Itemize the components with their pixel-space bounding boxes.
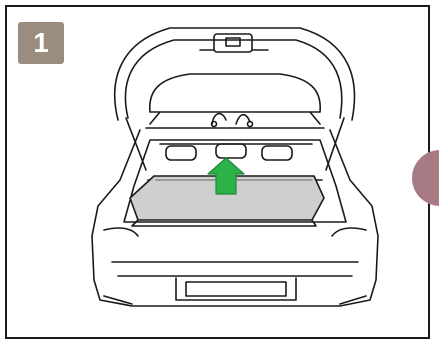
cover-strings — [212, 114, 253, 127]
tailgate — [115, 28, 355, 124]
headrests — [166, 144, 292, 160]
